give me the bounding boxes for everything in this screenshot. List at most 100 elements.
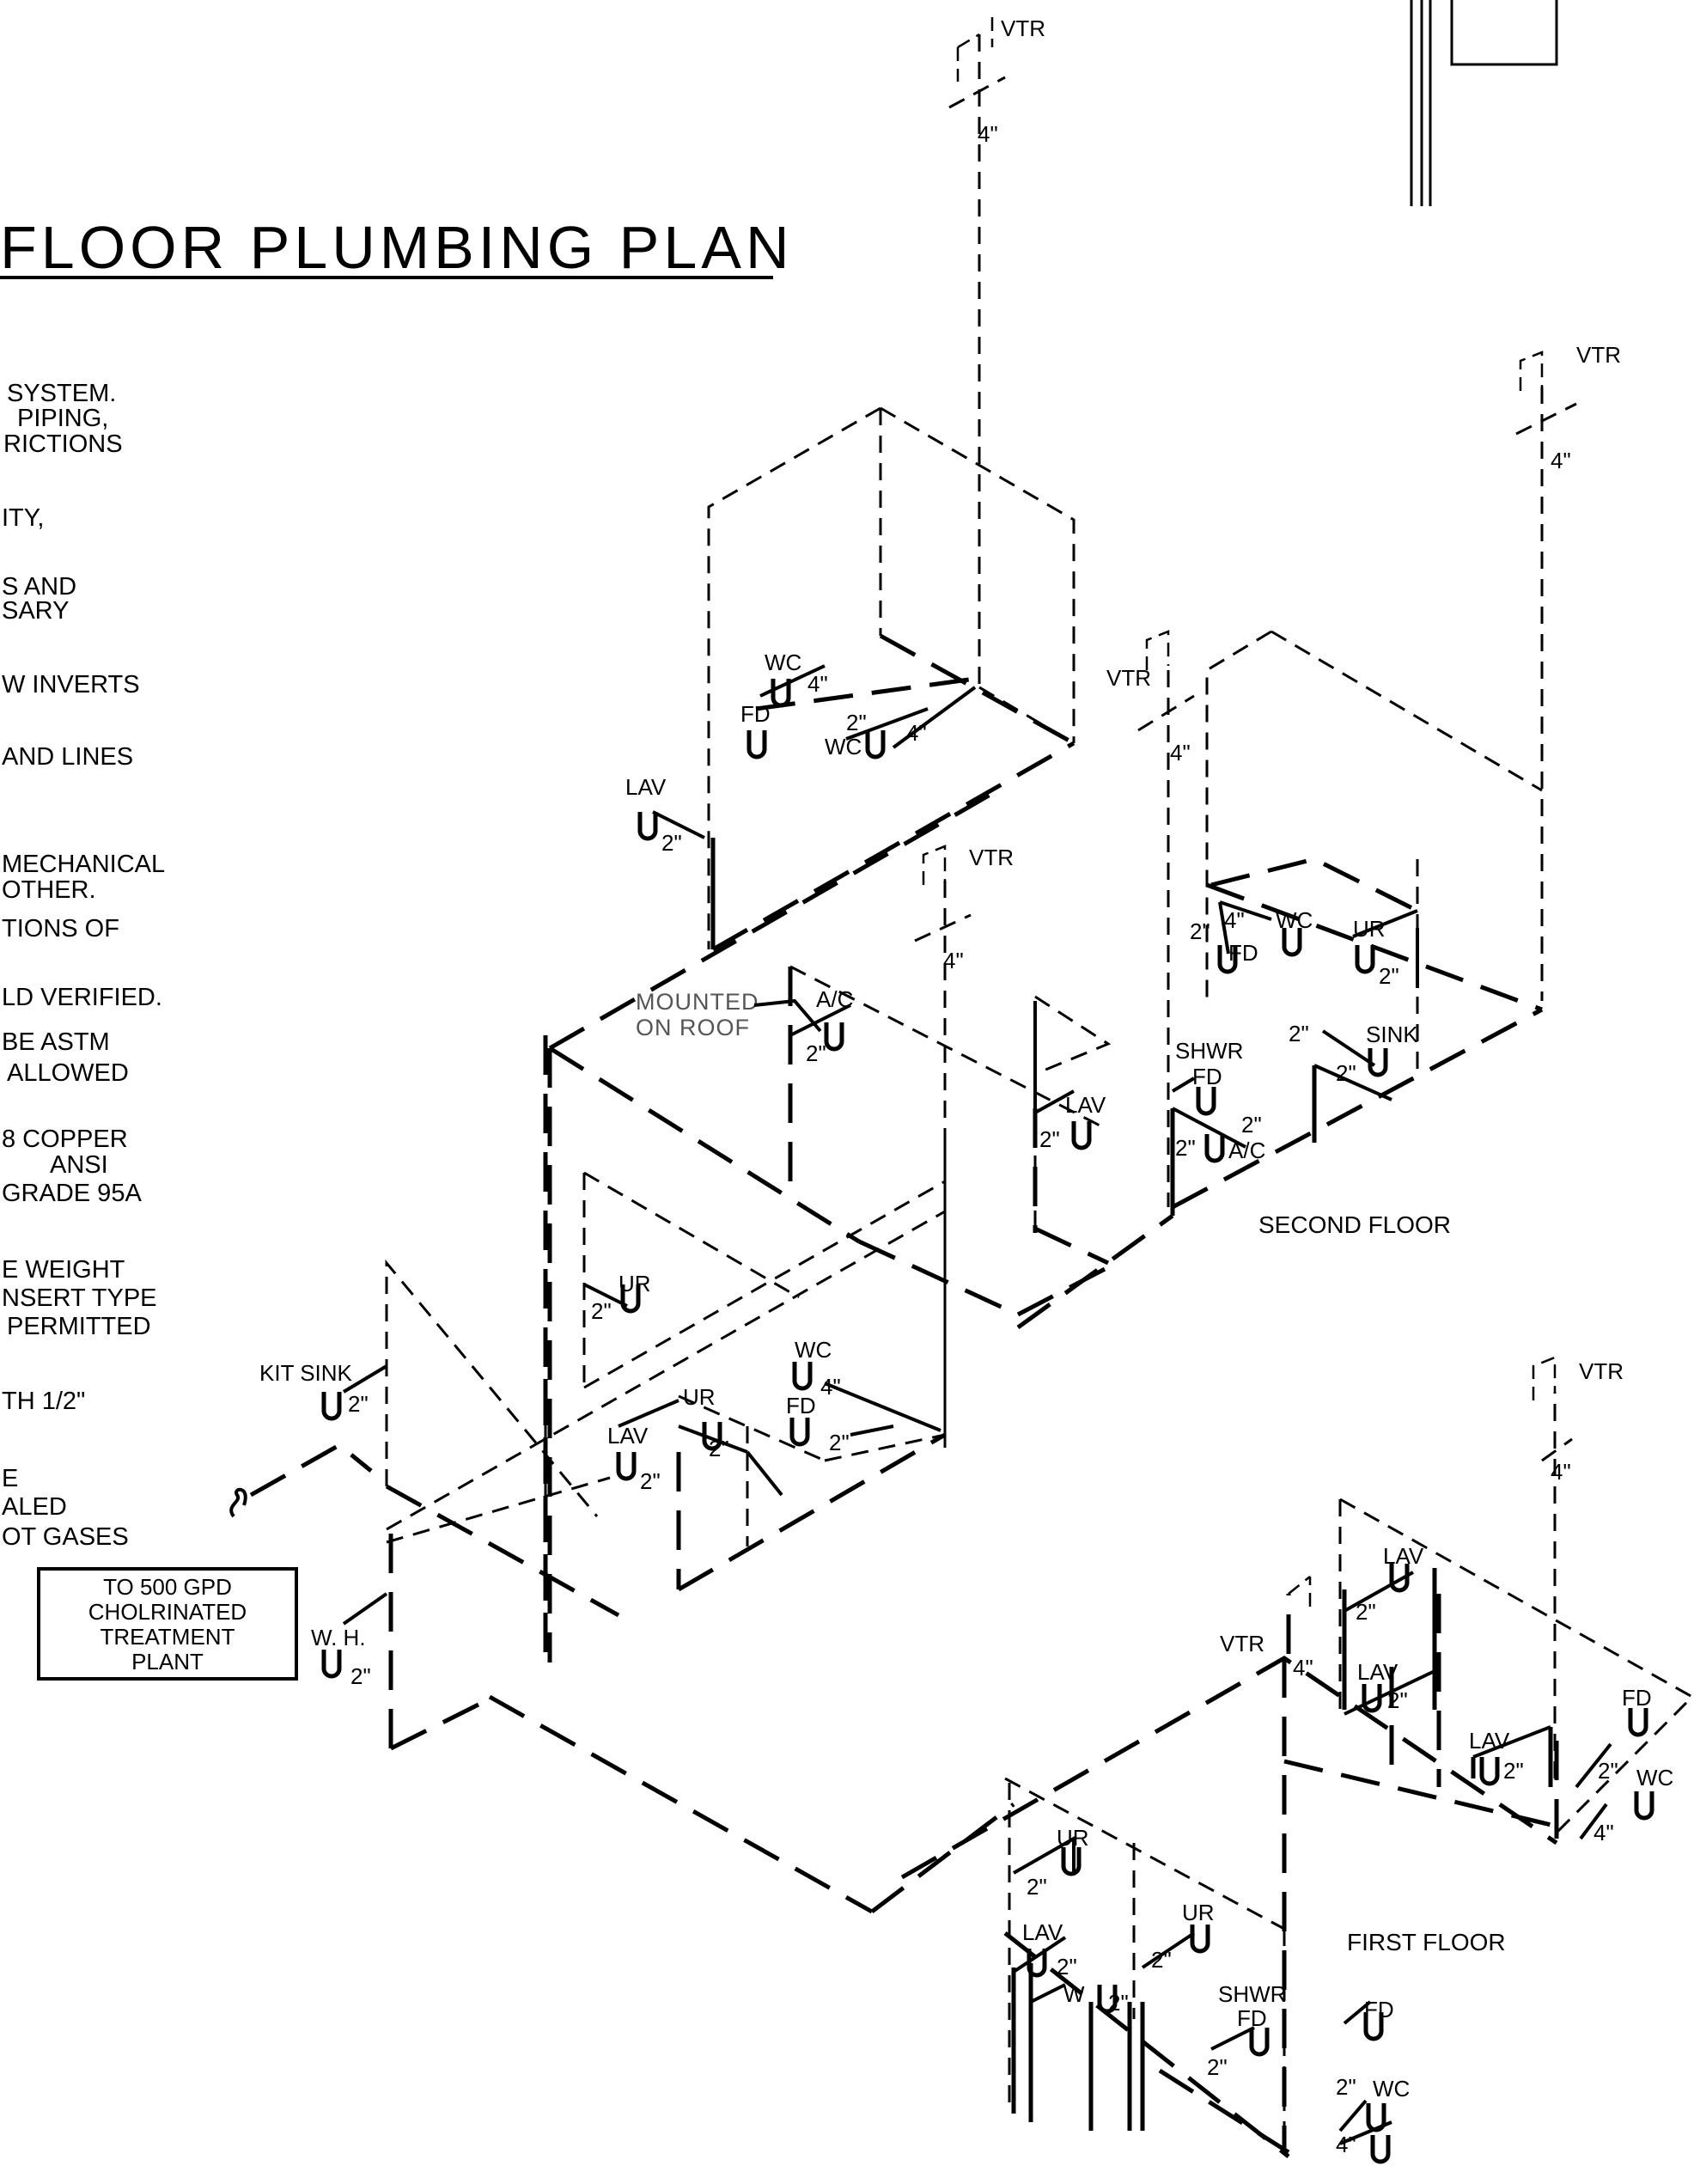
trap-icon — [1368, 1048, 1388, 1077]
note-line: MECHANICAL — [2, 851, 165, 878]
wc-label: WC — [1373, 2076, 1410, 2102]
vtr-label: VTR — [1220, 1631, 1264, 1656]
fixture-traps — [321, 679, 1654, 2164]
note-line: W INVERTS — [2, 671, 140, 699]
size-label: 2" — [1190, 918, 1210, 944]
note-line: TH 1/2" — [2, 1388, 85, 1415]
fd-label: FD — [1364, 1997, 1394, 2022]
shwr-label: SHWR — [1175, 1038, 1243, 1064]
building-sewer — [229, 1442, 1015, 1914]
ur-label: UR — [618, 1271, 651, 1296]
fd-label: FD — [1192, 1064, 1222, 1089]
vtr-label: VTR — [1106, 665, 1151, 691]
note-line: NSERT TYPE — [2, 1284, 157, 1312]
trap-icon — [702, 1422, 722, 1451]
note-line: OT GASES — [2, 1523, 129, 1551]
trap-icon — [1204, 1134, 1225, 1163]
size-label: 4" — [807, 671, 828, 697]
ac-label: A/C — [816, 986, 853, 1012]
note-line: GRADE 95A — [2, 1180, 142, 1207]
note-line: ALED — [2, 1493, 67, 1521]
sheet-frame-fragment — [1410, 0, 1558, 206]
trap-icon — [824, 1022, 844, 1052]
first-floor-piping — [900, 1356, 1694, 2158]
size-label: 2" — [1151, 1947, 1172, 1973]
note-line: E WEIGHT — [2, 1256, 125, 1284]
trap-icon — [1027, 1949, 1047, 1978]
trap-icon — [1071, 1121, 1092, 1150]
note-line: ITY, — [2, 504, 44, 532]
pipe-size-label: 4" — [978, 121, 998, 147]
fd-label: FD — [1622, 1685, 1652, 1711]
trap-icon — [1355, 945, 1375, 974]
trap-icon — [1282, 928, 1302, 957]
ac-label: A/C — [1228, 1138, 1265, 1163]
wh-label: W. H. — [311, 1625, 366, 1650]
size-label: 2" — [348, 1391, 369, 1417]
fd-label: FD — [1228, 940, 1258, 966]
trap-icon — [1196, 1087, 1216, 1116]
trap-icon — [1362, 1684, 1382, 1713]
pipe-size-label: 4" — [1551, 448, 1571, 473]
note-line: SYSTEM. — [7, 380, 116, 407]
wc-label: WC — [765, 650, 801, 675]
kit-sink-label: KIT SINK — [259, 1360, 353, 1386]
trap-icon — [771, 679, 791, 708]
second-floor-label: SECOND FLOOR — [1258, 1211, 1451, 1238]
ground-floor-piping — [342, 784, 1110, 1751]
trap-icon — [1634, 1791, 1654, 1821]
size-label: 2" — [1598, 1758, 1618, 1784]
vtr-label: VTR — [969, 845, 1014, 870]
pipe-size-label: 4" — [1551, 1459, 1571, 1485]
size-label: 2" — [829, 1430, 850, 1455]
vtr-label: VTR — [1579, 1358, 1624, 1384]
treatment-box-line: TREATMENT — [101, 1624, 235, 1650]
trap-icon — [1217, 945, 1238, 974]
trap-icon — [789, 1418, 810, 1447]
trap-icon — [865, 730, 886, 760]
note-line: RICTIONS — [3, 430, 123, 458]
size-label: 2" — [350, 1663, 371, 1689]
size-label: 4" — [1336, 2132, 1356, 2157]
size-label: 2" — [806, 1040, 826, 1066]
note-line: 8 COPPER — [2, 1126, 128, 1153]
lav-label: LAV — [1357, 1659, 1398, 1685]
trap-icon — [1370, 2135, 1391, 2164]
size-label: 2" — [591, 1298, 612, 1324]
note-line: ALLOWED — [7, 1059, 129, 1087]
lav-label: LAV — [1469, 1728, 1510, 1754]
wc-label: WC — [825, 734, 862, 760]
note-line: LD VERIFIED. — [2, 984, 162, 1011]
pipe-size-label: 4" — [1293, 1655, 1313, 1681]
general-notes: SYSTEM. PIPING, RICTIONS ITY, S AND SARY… — [2, 380, 165, 1551]
note-line: SARY — [2, 597, 69, 625]
note-line: OTHER. — [2, 876, 96, 904]
trap-icon — [1628, 1708, 1648, 1737]
fixture-labels: VTR VTR VTR VTR VTR VTR 4" 4" 4" 4" 4" 4… — [259, 15, 1673, 2157]
fd-label: FD — [1237, 2005, 1267, 2031]
note-line: BE ASTM — [2, 1028, 110, 1056]
trap-icon — [1479, 1757, 1500, 1786]
trap-icon — [321, 1650, 342, 1679]
trap-icon — [1366, 2103, 1386, 2132]
size-label: 2" — [1289, 1021, 1309, 1046]
size-label: 2" — [1356, 1599, 1376, 1625]
size-label: 2" — [1175, 1135, 1196, 1161]
size-label: 2" — [1336, 1060, 1356, 1086]
note-line: ANSI — [50, 1151, 108, 1179]
shwr-label: SHWR — [1218, 1981, 1286, 2007]
trap-icon — [1061, 1847, 1082, 1876]
wc-label: WC — [1276, 907, 1313, 933]
size-label: 2" — [661, 830, 682, 856]
vtr-label: VTR — [1001, 15, 1045, 41]
lav-label: LAV — [625, 774, 667, 800]
trap-icon — [746, 730, 767, 760]
note-line: TIONS OF — [2, 915, 119, 943]
wc-label: WC — [1636, 1765, 1673, 1791]
pipe-size-label: 4" — [943, 948, 964, 973]
note-line: PERMITTED — [7, 1313, 151, 1340]
note-line: S AND — [2, 573, 76, 601]
size-label: 2" — [1057, 1954, 1077, 1980]
